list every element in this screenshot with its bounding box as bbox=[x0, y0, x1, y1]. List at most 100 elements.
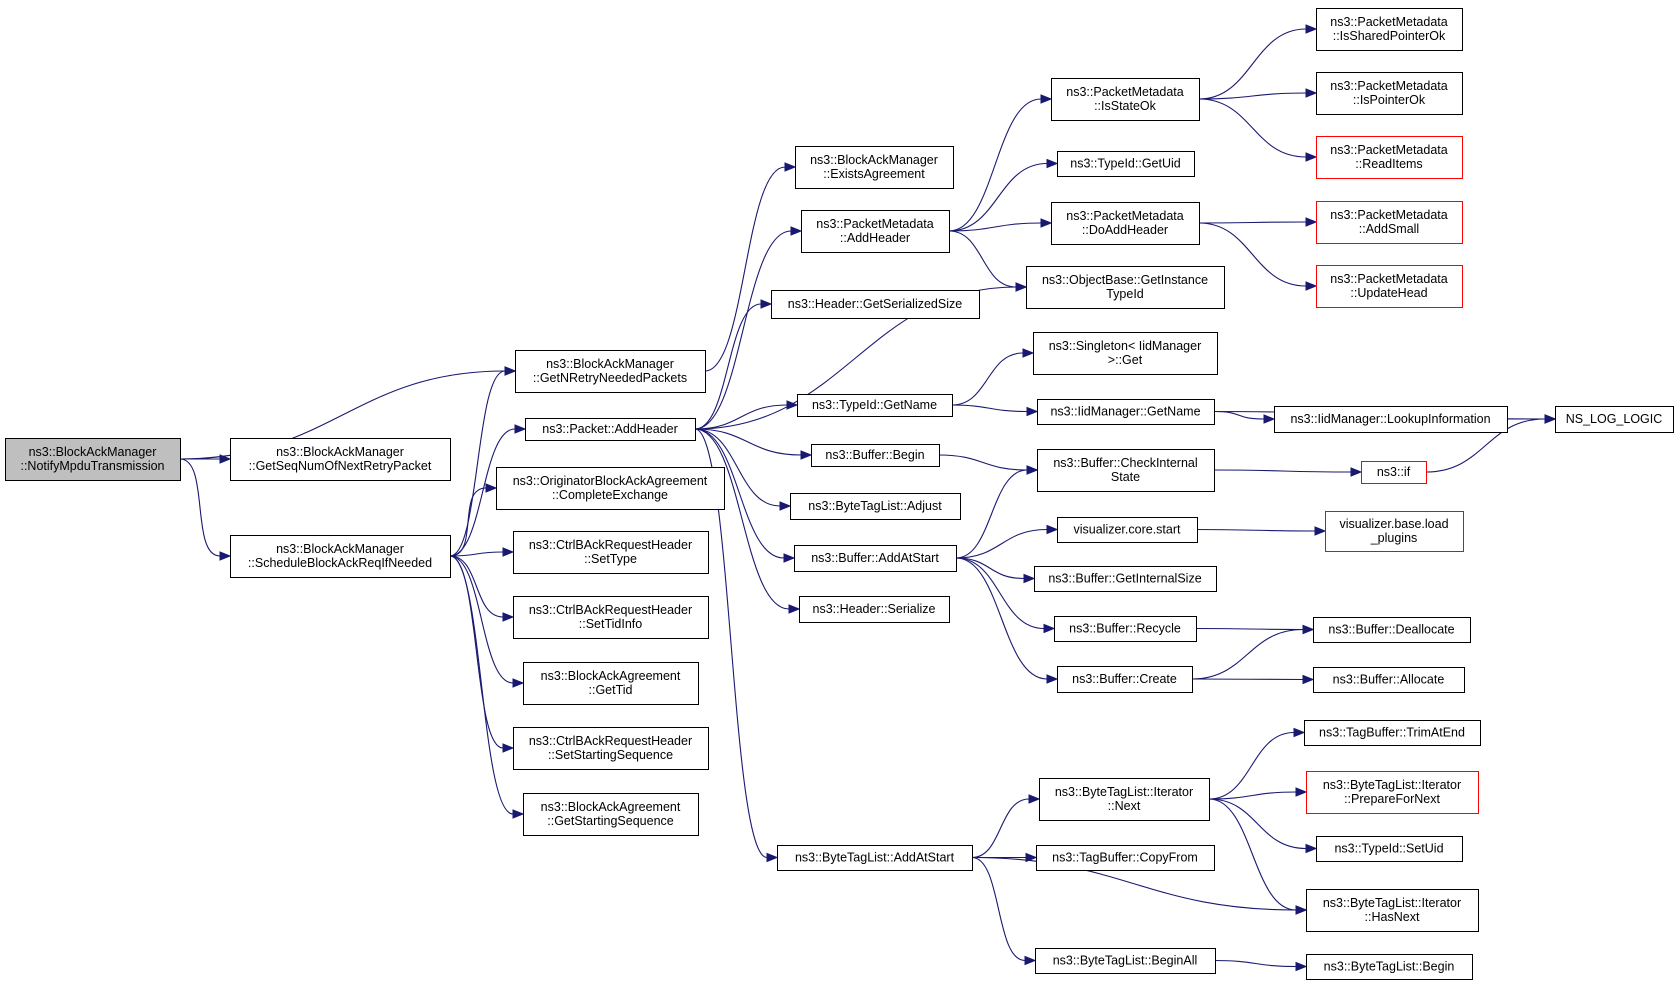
node-label-line: >::Get bbox=[1108, 353, 1143, 367]
node-btlBegin[interactable]: ns3::ByteTagList::Begin bbox=[1306, 954, 1473, 980]
node-typeIdSetUid[interactable]: ns3::TypeId::SetUid bbox=[1316, 836, 1463, 862]
node-pmIsPointerOk[interactable]: ns3::PacketMetadata::IsPointerOk bbox=[1316, 72, 1463, 115]
edge-line bbox=[694, 428, 768, 859]
node-pmIsStateOk[interactable]: ns3::PacketMetadata::IsStateOk bbox=[1051, 78, 1200, 121]
arrowhead-icon bbox=[1028, 794, 1041, 804]
node-setStartingSeq[interactable]: ns3::CtrlBAckRequestHeader::SetStartingS… bbox=[513, 727, 709, 770]
node-btlBeginAll[interactable]: ns3::ByteTagList::BeginAll bbox=[1035, 948, 1216, 974]
node-bufGetInternalSize[interactable]: ns3::Buffer::GetInternalSize bbox=[1034, 566, 1217, 592]
node-pmAddSmall[interactable]: ns3::PacketMetadata::AddSmall bbox=[1316, 201, 1463, 244]
node-btlIterHasNext[interactable]: ns3::ByteTagList::Iterator::HasNext bbox=[1306, 889, 1479, 932]
edge-line bbox=[449, 555, 514, 684]
node-ns3if[interactable]: ns3::if bbox=[1361, 461, 1427, 484]
node-label-line: ns3::CtrlBAckRequestHeader bbox=[529, 734, 692, 748]
node-label-line: ::ExistsAgreement bbox=[823, 167, 925, 181]
arrowhead-icon bbox=[1022, 348, 1035, 358]
node-label-line: ns3::Header::Serialize bbox=[813, 602, 936, 616]
node-pmDoAddHeader[interactable]: ns3::PacketMetadata::DoAddHeader bbox=[1051, 202, 1200, 245]
node-typeIdGetName[interactable]: ns3::TypeId::GetName bbox=[797, 394, 953, 417]
call-edge-schedule-to-setTidInfo bbox=[449, 555, 515, 622]
edge-line bbox=[694, 230, 792, 430]
node-getStartingSeq[interactable]: ns3::BlockAckAgreement::GetStartingSeque… bbox=[523, 793, 699, 836]
node-singletonGet[interactable]: ns3::Singleton< IidManager>::Get bbox=[1033, 332, 1218, 375]
node-label-line: ns3::TypeId::GetUid bbox=[1070, 157, 1181, 171]
node-btlIterPrepare[interactable]: ns3::ByteTagList::Iterator::PrepareForNe… bbox=[1306, 771, 1479, 814]
arrowhead-icon bbox=[1015, 282, 1028, 292]
node-getNRetry[interactable]: ns3::BlockAckManager::GetNRetryNeededPac… bbox=[515, 350, 706, 393]
node-label-line: ns3::Buffer::GetInternalSize bbox=[1048, 572, 1201, 586]
node-label-line: ns3::ByteTagList::Iterator bbox=[1323, 896, 1461, 910]
node-label-line: ::SetTidInfo bbox=[579, 617, 643, 631]
node-nsLogLogic[interactable]: NS_LOG_LOGIC bbox=[1555, 406, 1674, 433]
arrowhead-icon bbox=[1305, 281, 1318, 291]
node-btlIterNext[interactable]: ns3::ByteTagList::Iterator::Next bbox=[1039, 778, 1210, 821]
edge-line bbox=[955, 557, 1025, 580]
node-existsAgreement[interactable]: ns3::BlockAckManager::ExistsAgreement bbox=[795, 146, 954, 189]
node-hdrSerialize[interactable]: ns3::Header::Serialize bbox=[799, 596, 950, 623]
node-bufAllocate[interactable]: ns3::Buffer::Allocate bbox=[1313, 667, 1465, 693]
arrowhead-icon bbox=[1302, 624, 1315, 635]
node-btlAdjust[interactable]: ns3::ByteTagList::Adjust bbox=[790, 493, 961, 520]
node-tbCopyFrom[interactable]: ns3::TagBuffer::CopyFrom bbox=[1036, 845, 1215, 871]
node-completeExchange[interactable]: ns3::OriginatorBlockAckAgreement::Comple… bbox=[496, 467, 725, 510]
node-pmIsSharedPtrOk[interactable]: ns3::PacketMetadata::IsSharedPointerOk bbox=[1316, 8, 1463, 51]
call-edge-schedule-to-completeExchange bbox=[449, 483, 498, 557]
node-label-line: ns3::ByteTagList::Adjust bbox=[808, 499, 942, 513]
node-iidLookupInfo[interactable]: ns3::IidManager::LookupInformation bbox=[1274, 406, 1508, 433]
node-box bbox=[811, 444, 940, 467]
node-label-line: ns3::PacketMetadata bbox=[1330, 272, 1447, 286]
node-label-line: ns3::TypeId::SetUid bbox=[1334, 842, 1443, 856]
node-schedule[interactable]: ns3::BlockAckManager::ScheduleBlockAckRe… bbox=[230, 535, 451, 578]
node-box bbox=[1316, 72, 1463, 115]
edge-line bbox=[1198, 221, 1307, 224]
edges-layer bbox=[179, 24, 1557, 972]
node-vizCoreStart[interactable]: visualizer.core.start bbox=[1057, 517, 1198, 543]
arrowhead-icon bbox=[1024, 955, 1037, 966]
node-label-line: ns3::ByteTagList::Iterator bbox=[1323, 778, 1461, 792]
node-box bbox=[1034, 566, 1217, 592]
node-label-line: ns3::TypeId::GetName bbox=[812, 398, 937, 412]
edge-line bbox=[1208, 798, 1307, 850]
node-notify[interactable]: ns3::BlockAckManager::NotifyMpduTransmis… bbox=[5, 438, 181, 481]
node-tbTrimAtEnd[interactable]: ns3::TagBuffer::TrimAtEnd bbox=[1304, 720, 1481, 746]
node-bufCreate[interactable]: ns3::Buffer::Create bbox=[1057, 666, 1193, 693]
node-label-line: ns3::TagBuffer::CopyFrom bbox=[1052, 851, 1198, 865]
node-label-line: ns3::TagBuffer::TrimAtEnd bbox=[1319, 726, 1465, 740]
node-bufBegin[interactable]: ns3::Buffer::Begin bbox=[811, 444, 940, 467]
call-edge-btlAddAtStart-to-btlIterNext bbox=[971, 794, 1041, 859]
node-bufAddAtStart[interactable]: ns3::Buffer::AddAtStart bbox=[794, 545, 957, 572]
node-box bbox=[523, 793, 699, 836]
edge-line bbox=[1198, 92, 1307, 100]
node-btlAddAtStart[interactable]: ns3::ByteTagList::AddAtStart bbox=[777, 845, 973, 871]
call-edge-packetAddHeader-to-hdrSerialize bbox=[694, 428, 801, 614]
node-label-line: ns3::PacketMetadata bbox=[1330, 143, 1447, 157]
node-label-line: ns3::if bbox=[1377, 465, 1411, 479]
node-getTid[interactable]: ns3::BlockAckAgreement::GetTid bbox=[523, 662, 699, 705]
node-packetAddHeader[interactable]: ns3::Packet::AddHeader bbox=[525, 418, 696, 441]
node-label-line: ns3::BlockAckManager bbox=[276, 445, 404, 459]
node-label-line: ns3::ByteTagList::AddAtStart bbox=[795, 851, 955, 865]
node-setTidInfo[interactable]: ns3::CtrlBAckRequestHeader::SetTidInfo bbox=[513, 596, 709, 639]
arrowhead-icon bbox=[783, 553, 796, 563]
call-edge-bufCreate-to-bufAllocate bbox=[1191, 674, 1315, 685]
node-vizLoadPlugins[interactable]: visualizer.base.load_plugins bbox=[1325, 511, 1464, 552]
node-box bbox=[1361, 461, 1427, 484]
node-box bbox=[513, 727, 709, 770]
node-setType[interactable]: ns3::CtrlBAckRequestHeader::SetType bbox=[513, 531, 709, 574]
node-label-line: ns3::Header::GetSerializedSize bbox=[788, 297, 962, 311]
node-typeIdGetUid[interactable]: ns3::TypeId::GetUid bbox=[1057, 151, 1195, 177]
arrowhead-icon bbox=[1544, 414, 1557, 424]
node-bufRecycle[interactable]: ns3::Buffer::Recycle bbox=[1054, 616, 1197, 642]
node-bufDeallocate[interactable]: ns3::Buffer::Deallocate bbox=[1313, 617, 1471, 643]
node-pmReadItems[interactable]: ns3::PacketMetadata::ReadItems bbox=[1316, 136, 1463, 179]
node-pmUpdateHead[interactable]: ns3::PacketMetadata::UpdateHead bbox=[1316, 265, 1463, 308]
edge-line bbox=[1191, 628, 1304, 680]
node-box bbox=[1026, 266, 1225, 309]
node-pmAddHeader[interactable]: ns3::PacketMetadata::AddHeader bbox=[801, 210, 950, 253]
node-hdrGetSerSize[interactable]: ns3::Header::GetSerializedSize bbox=[771, 290, 980, 319]
call-edge-schedule-to-getTid bbox=[449, 555, 525, 688]
node-getSeqNum[interactable]: ns3::BlockAckManager::GetSeqNumOfNextRet… bbox=[230, 438, 451, 481]
node-iidGetName[interactable]: ns3::IidManager::GetName bbox=[1037, 399, 1215, 425]
